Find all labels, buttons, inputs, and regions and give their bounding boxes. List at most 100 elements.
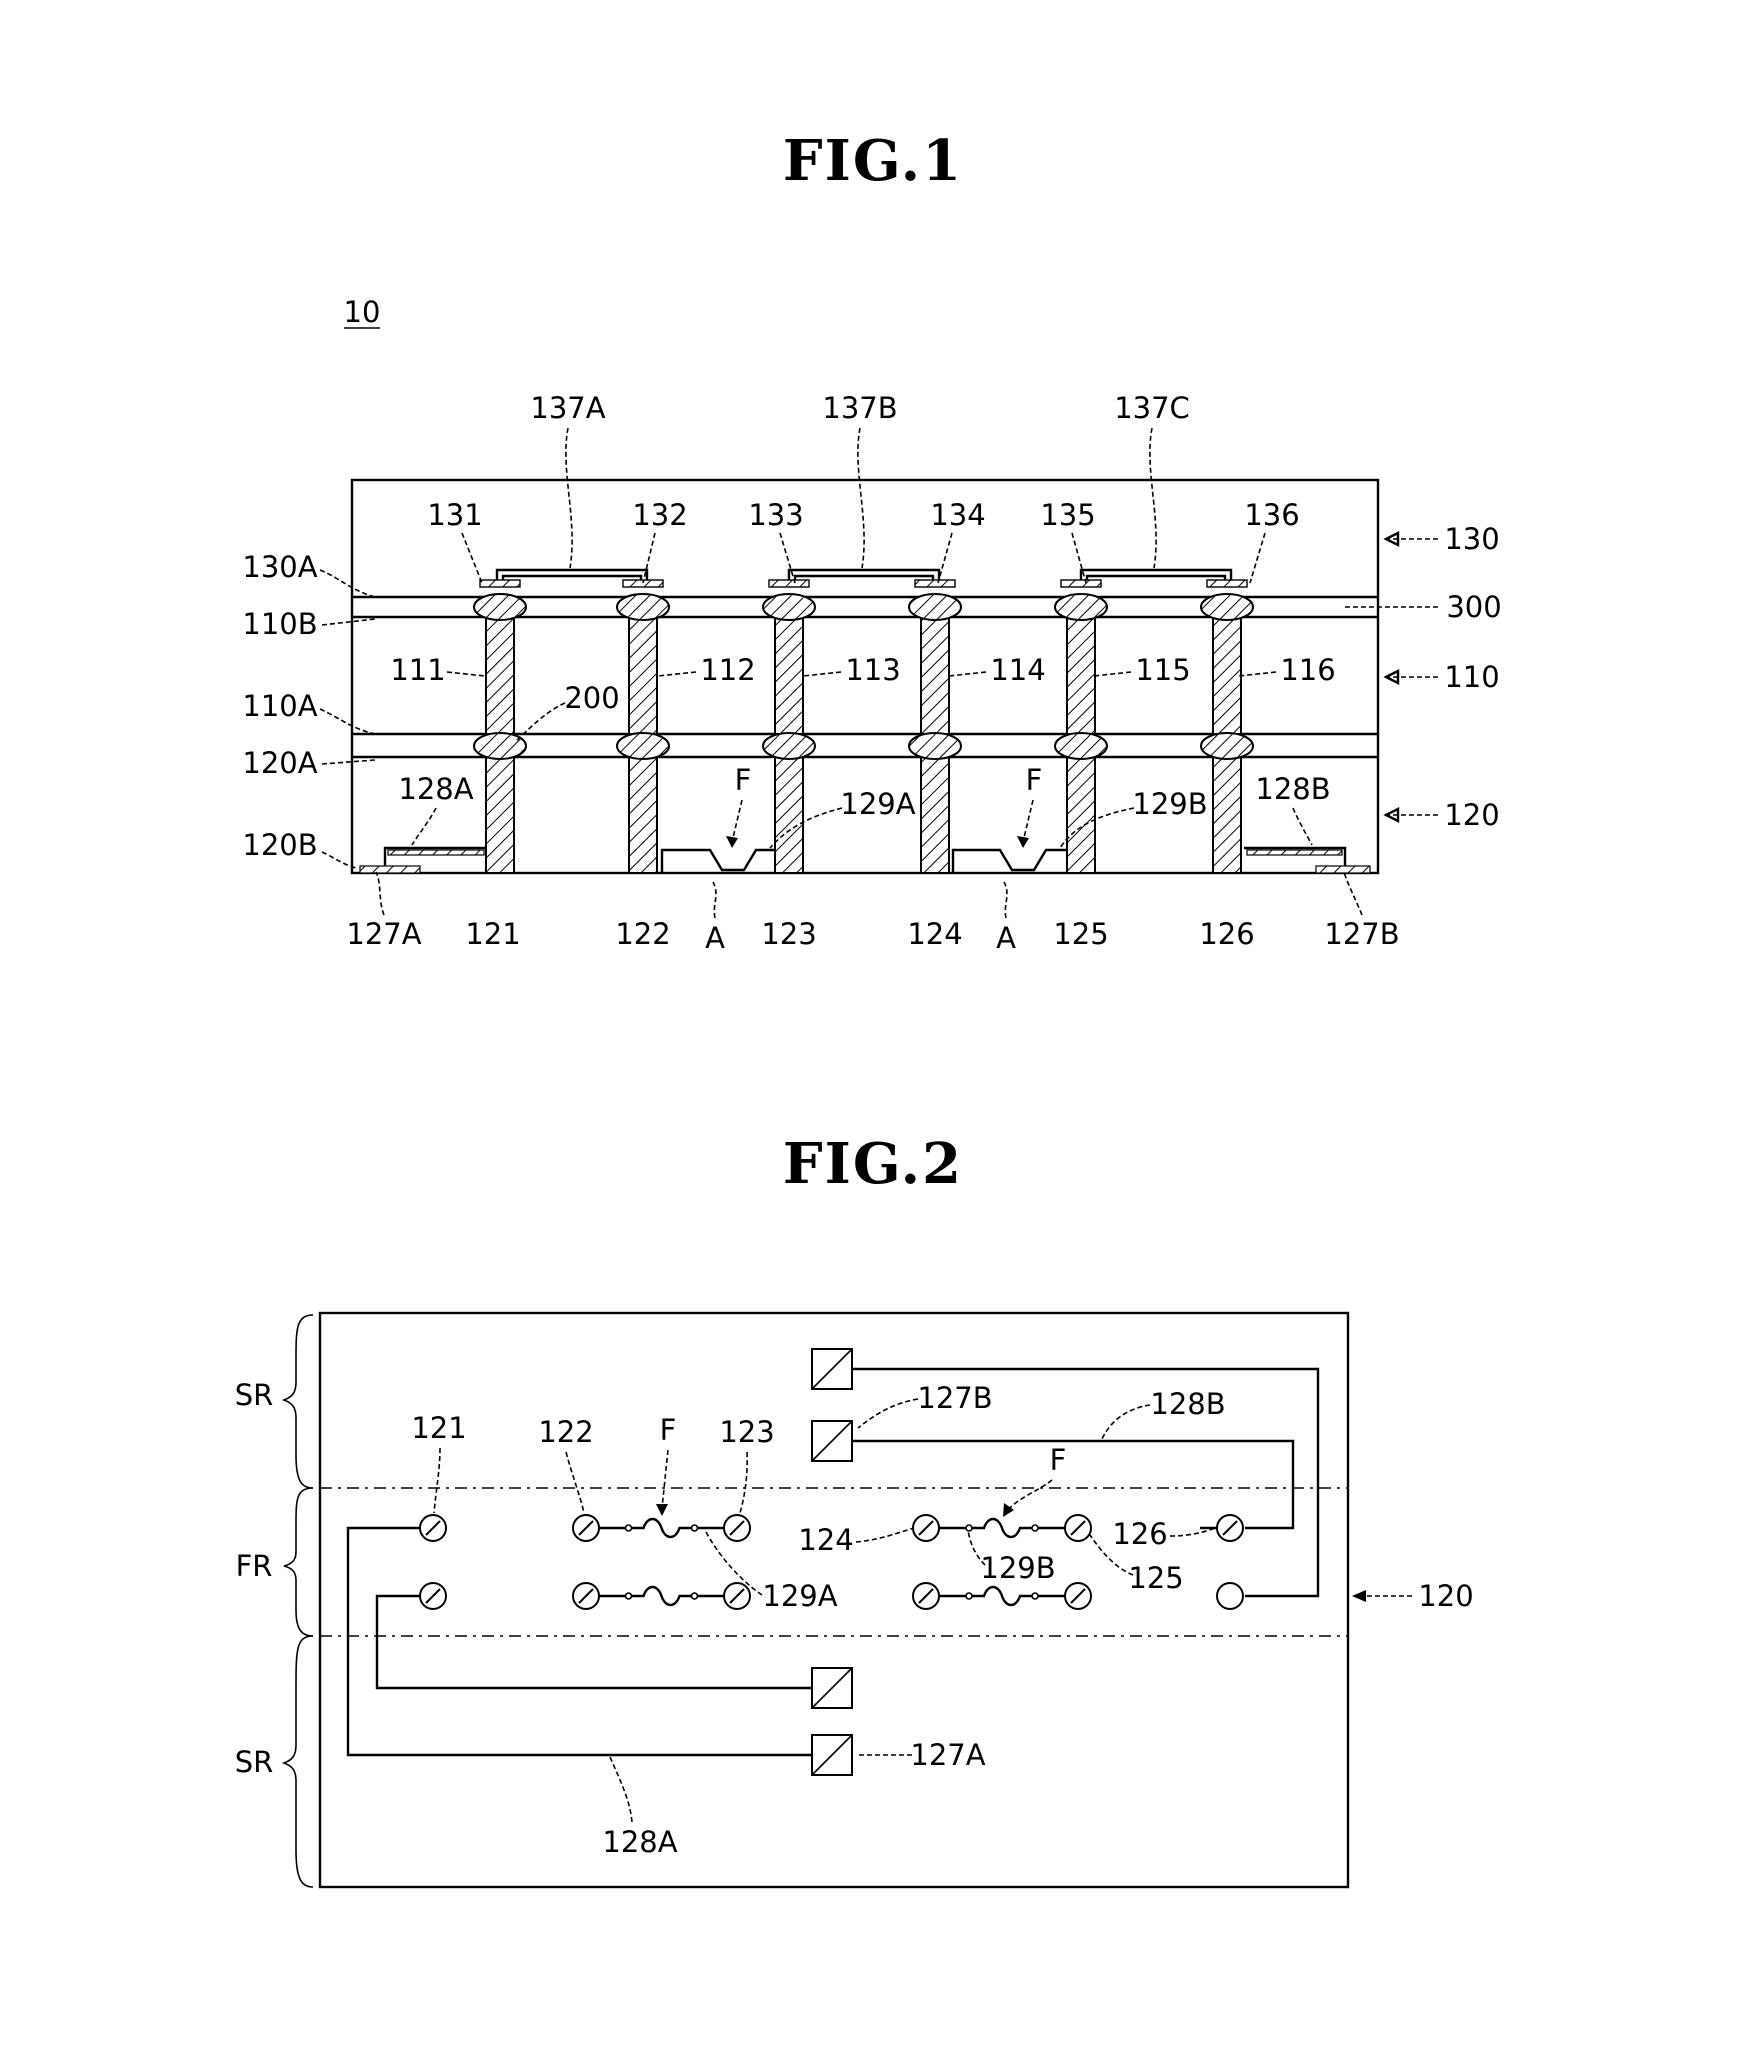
leader-fig2-122 (566, 1452, 584, 1513)
top-pad (915, 580, 955, 587)
label-fig2-126: 126 (1112, 1517, 1167, 1551)
label-129A: 129A (840, 787, 915, 821)
arrow-F-2 (1017, 836, 1029, 848)
via-lower (921, 757, 949, 873)
bridge-137C-inner (1087, 576, 1225, 586)
label-120A: 120A (242, 746, 317, 780)
fuse-129B-end (1032, 1593, 1038, 1599)
brace-SR-top (284, 1315, 313, 1488)
label-120B: 120B (242, 828, 317, 862)
label-SR-top: SR (235, 1378, 274, 1412)
label-131: 131 (427, 498, 482, 532)
brace-FR (284, 1488, 313, 1636)
via-lower (486, 757, 514, 873)
leader-A-1 (713, 882, 716, 918)
label-fig2-128B: 128B (1150, 1387, 1225, 1421)
label-F-1: F (735, 763, 752, 797)
label-130: 130 (1444, 522, 1499, 556)
fig2-title: FIG.2 (783, 1131, 963, 1197)
label-120: 120 (1444, 798, 1499, 832)
fuse-129B (939, 1519, 1065, 1537)
trace-128A-fill (388, 850, 484, 855)
label-123: 123 (761, 917, 816, 951)
fig1-reference-number: 10 (344, 295, 381, 329)
leader-113 (803, 672, 841, 676)
fig1: FIG.1 10 137A 137B 137C 131 (242, 128, 1501, 955)
label-110B: 110B (242, 607, 317, 641)
label-FR: FR (236, 1549, 273, 1583)
leader-110A (320, 709, 375, 734)
label-fig2-124: 124 (798, 1523, 853, 1557)
arrow-F-1 (726, 836, 738, 848)
fuse-129B-end (966, 1525, 972, 1531)
route-128A (348, 1528, 815, 1755)
leader-137C (1150, 428, 1156, 568)
leader-fig2-124 (856, 1528, 914, 1542)
bridge-137A-inner (503, 576, 641, 586)
solder-bump-mid (763, 733, 815, 759)
leader-120A (322, 760, 375, 764)
leader-127A (376, 872, 384, 915)
leader-fig2-F-2 (1008, 1480, 1052, 1510)
label-200: 200 (564, 681, 619, 715)
label-111: 111 (390, 653, 445, 687)
label-121: 121 (465, 917, 520, 951)
top-pad (480, 580, 520, 587)
fuse-129B-end (1032, 1525, 1038, 1531)
label-A-2: A (996, 921, 1016, 955)
solder-bump-top (1055, 594, 1107, 620)
fuse-129A-end (626, 1525, 632, 1531)
leader-fig2-F-1 (662, 1450, 668, 1508)
leader-114 (949, 672, 986, 676)
label-124: 124 (907, 917, 962, 951)
leader-128B (1293, 808, 1312, 845)
fuse-129A (599, 1587, 724, 1605)
fig2: FIG.2 SR FR SR 121 122 123 F F 127B 128 (235, 1131, 1474, 1887)
leader-116 (1239, 672, 1276, 676)
leader-133 (780, 533, 795, 583)
fuse-129A-end (692, 1593, 698, 1599)
label-F-2: F (1026, 763, 1043, 797)
label-A-1: A (705, 921, 725, 955)
node-group (420, 1349, 1243, 1775)
leader-112 (658, 672, 696, 676)
leader-110B (322, 619, 375, 625)
label-132: 132 (632, 498, 687, 532)
label-136: 136 (1244, 498, 1299, 532)
node-plain (1217, 1583, 1243, 1609)
via-lower (1067, 757, 1095, 873)
label-127B: 127B (1324, 917, 1399, 951)
leader-134 (938, 533, 952, 583)
via-upper (775, 617, 803, 734)
label-fig2-121: 121 (411, 1411, 466, 1445)
fuse-129B (939, 1587, 1065, 1605)
label-114: 114 (990, 653, 1045, 687)
fuse-129A (599, 1519, 724, 1537)
leader-137B (858, 428, 864, 568)
solder-bump-top (617, 594, 669, 620)
label-129B: 129B (1132, 787, 1207, 821)
label-fig2-129B: 129B (980, 1551, 1055, 1585)
arrow-fig2-F-2 (1003, 1503, 1014, 1517)
leader-F-1 (732, 800, 742, 842)
label-137A: 137A (530, 391, 605, 425)
via-lower (1213, 757, 1241, 873)
label-fig2-129A: 129A (762, 1579, 837, 1613)
label-fig2-120: 120 (1418, 1579, 1473, 1613)
label-fig2-122: 122 (538, 1415, 593, 1449)
via-upper (629, 617, 657, 734)
leader-F-2 (1023, 800, 1033, 842)
leader-127B (1344, 872, 1362, 915)
label-126: 126 (1199, 917, 1254, 951)
leader-115 (1094, 672, 1131, 676)
label-fig2-127A: 127A (910, 1738, 985, 1772)
label-130A: 130A (242, 550, 317, 584)
solder-bump-mid (1055, 733, 1107, 759)
label-133: 133 (748, 498, 803, 532)
via-upper (1067, 617, 1095, 734)
leader-fig2-127B (858, 1399, 918, 1428)
pad-127B (1316, 866, 1370, 873)
fuse-129A-end (626, 1593, 632, 1599)
leader-136 (1250, 533, 1265, 583)
